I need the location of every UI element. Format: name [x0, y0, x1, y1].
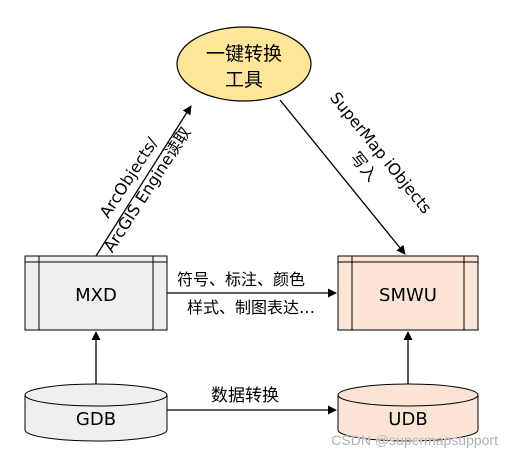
- udb-cylinder-body: [337, 395, 479, 442]
- mapping-label-line2: 样式、制图表达…: [187, 298, 315, 317]
- gdb-label: GDB: [76, 409, 116, 430]
- watermark: CSDN @supermapsupport: [331, 432, 498, 448]
- gdb-node: GDB: [24, 383, 168, 442]
- udb-node: UDB: [337, 383, 479, 442]
- mxd-node: MXD: [24, 255, 168, 331]
- smwu-node: SMWU: [337, 255, 479, 331]
- smwu-box: [337, 255, 479, 331]
- write-label-line1: SuperMap iObjects: [326, 88, 436, 217]
- smwu-label: SMWU: [379, 285, 437, 306]
- convert-label: 数据转换: [211, 386, 279, 406]
- mxd-box: [24, 255, 168, 331]
- read-arrow: [95, 105, 192, 257]
- gdb-cylinder-body: [24, 395, 168, 442]
- gdb-cylinder-top: [24, 383, 168, 407]
- tool-node: 一键转换 工具: [176, 26, 312, 102]
- mxd-label: MXD: [75, 285, 117, 306]
- tool-label-line2: 工具: [225, 69, 263, 91]
- read-label: ArcObjects/ ArcGIS Engine读取: [96, 124, 195, 256]
- tool-ellipse: [176, 26, 312, 102]
- write-arrow: [279, 99, 406, 255]
- udb-label: UDB: [388, 409, 427, 430]
- mapping-label-line1: 符号、标注、颜色: [177, 270, 305, 289]
- tool-label-line1: 一键转换: [206, 43, 282, 65]
- udb-cylinder-top: [337, 383, 479, 407]
